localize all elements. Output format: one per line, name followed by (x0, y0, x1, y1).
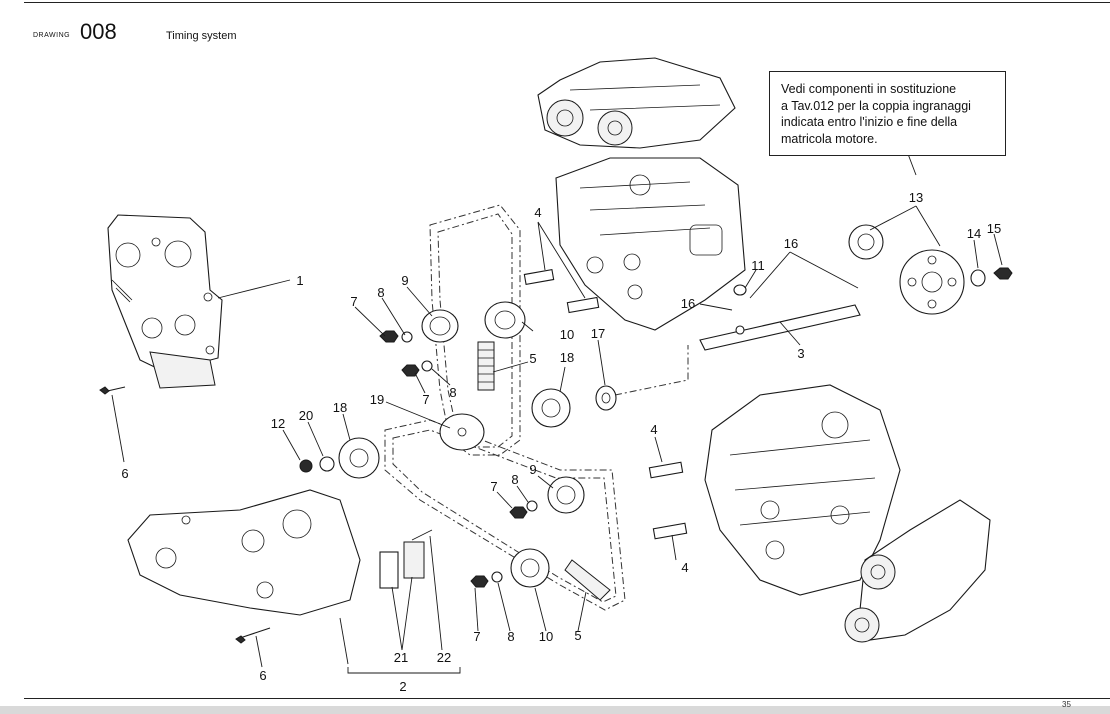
part-label-15: 15 (987, 221, 1001, 236)
part-label-21: 21 (394, 650, 408, 665)
part-label-8b: 8 (449, 385, 456, 400)
part-label-7b: 7 (422, 392, 429, 407)
tensioner-upper-right (484, 301, 526, 339)
part-label-9a: 9 (401, 273, 408, 288)
part-label-4a: 4 (534, 205, 541, 220)
leader-lines (111, 153, 1003, 674)
part-label-3: 3 (797, 346, 804, 361)
part-label-7a: 7 (350, 294, 357, 309)
timing-gear-large (899, 249, 1013, 315)
part-label-14: 14 (967, 226, 981, 241)
timing-gear-small (848, 224, 884, 260)
part-label-8c: 8 (511, 472, 518, 487)
part-label-8a: 8 (377, 285, 384, 300)
part-label-20: 20 (299, 408, 313, 423)
part-label-8d: 8 (507, 629, 514, 644)
part-label-5a: 5 (529, 351, 536, 366)
belt-segment-upper (477, 341, 495, 391)
footer-rule (24, 698, 1110, 699)
sensor-bracket (379, 529, 433, 589)
part-label-5b: 5 (574, 628, 581, 643)
footer-band (0, 706, 1110, 714)
large-washer (439, 413, 485, 451)
part-label-9b: 9 (529, 462, 536, 477)
tensioner-lower-upper (509, 476, 585, 519)
rear-cylinder-head (555, 157, 746, 331)
replacement-note-callout: Vedi componenti in sostituzione a Tav.01… (769, 71, 1006, 156)
small-nut-washer (401, 360, 433, 377)
tensioner-lower-lower (470, 548, 550, 588)
drawing-label: DRAWING (33, 32, 71, 39)
page-number: 35 (1062, 700, 1071, 709)
shaft-axis-line (614, 345, 689, 396)
drawing-number: 008 (80, 19, 117, 44)
part-label-7d: 7 (473, 629, 480, 644)
part-label-13: 13 (909, 190, 923, 205)
header-rule (24, 2, 1110, 3)
part-label-6b: 6 (259, 668, 266, 683)
part-label-4b: 4 (650, 422, 657, 437)
part-label-4c: 4 (681, 560, 688, 575)
part-label-16b: 16 (681, 296, 695, 311)
timing-shaft (699, 284, 861, 351)
belt-segment-lower (564, 559, 611, 601)
part-label-12: 12 (271, 416, 285, 431)
part-label-10c: 10 (539, 629, 553, 644)
upper-timing-cover (107, 214, 223, 389)
crank-pulley-lower (299, 437, 380, 479)
drawing-title: Timing system (166, 30, 237, 42)
page-header: DRAWING 008 Timing system (0, 0, 1110, 55)
belt-path-upper (429, 204, 521, 456)
part-labels: 1 2 3 4 4 4 5 5 6 6 7 7 7 7 8 8 8 8 9 9 … (121, 190, 1001, 694)
belt-path-lower (384, 419, 626, 611)
part-label-22: 22 (437, 650, 451, 665)
part-label-11: 11 (751, 258, 765, 273)
bolts (99, 386, 271, 644)
tensioner-upper-left (379, 309, 459, 343)
part-label-10a: 10 (560, 327, 574, 342)
front-camshaft-assembly (844, 499, 991, 643)
part-label-16a: 16 (784, 236, 798, 251)
part-label-17: 17 (591, 326, 605, 341)
idler-studs (523, 269, 688, 540)
crank-pulley-upper (531, 385, 617, 428)
part-label-18b: 18 (333, 400, 347, 415)
part-label-6a: 6 (121, 466, 128, 481)
rear-camshaft-assembly (537, 57, 736, 149)
part-label-2: 2 (399, 679, 406, 694)
part-label-7c: 7 (490, 479, 497, 494)
replacement-note-text: Vedi componenti in sostituzione a Tav.01… (781, 82, 971, 146)
lower-timing-cover (127, 489, 361, 616)
part-label-19: 19 (370, 392, 384, 407)
part-label-18a: 18 (560, 350, 574, 365)
part-label-1: 1 (296, 273, 303, 288)
